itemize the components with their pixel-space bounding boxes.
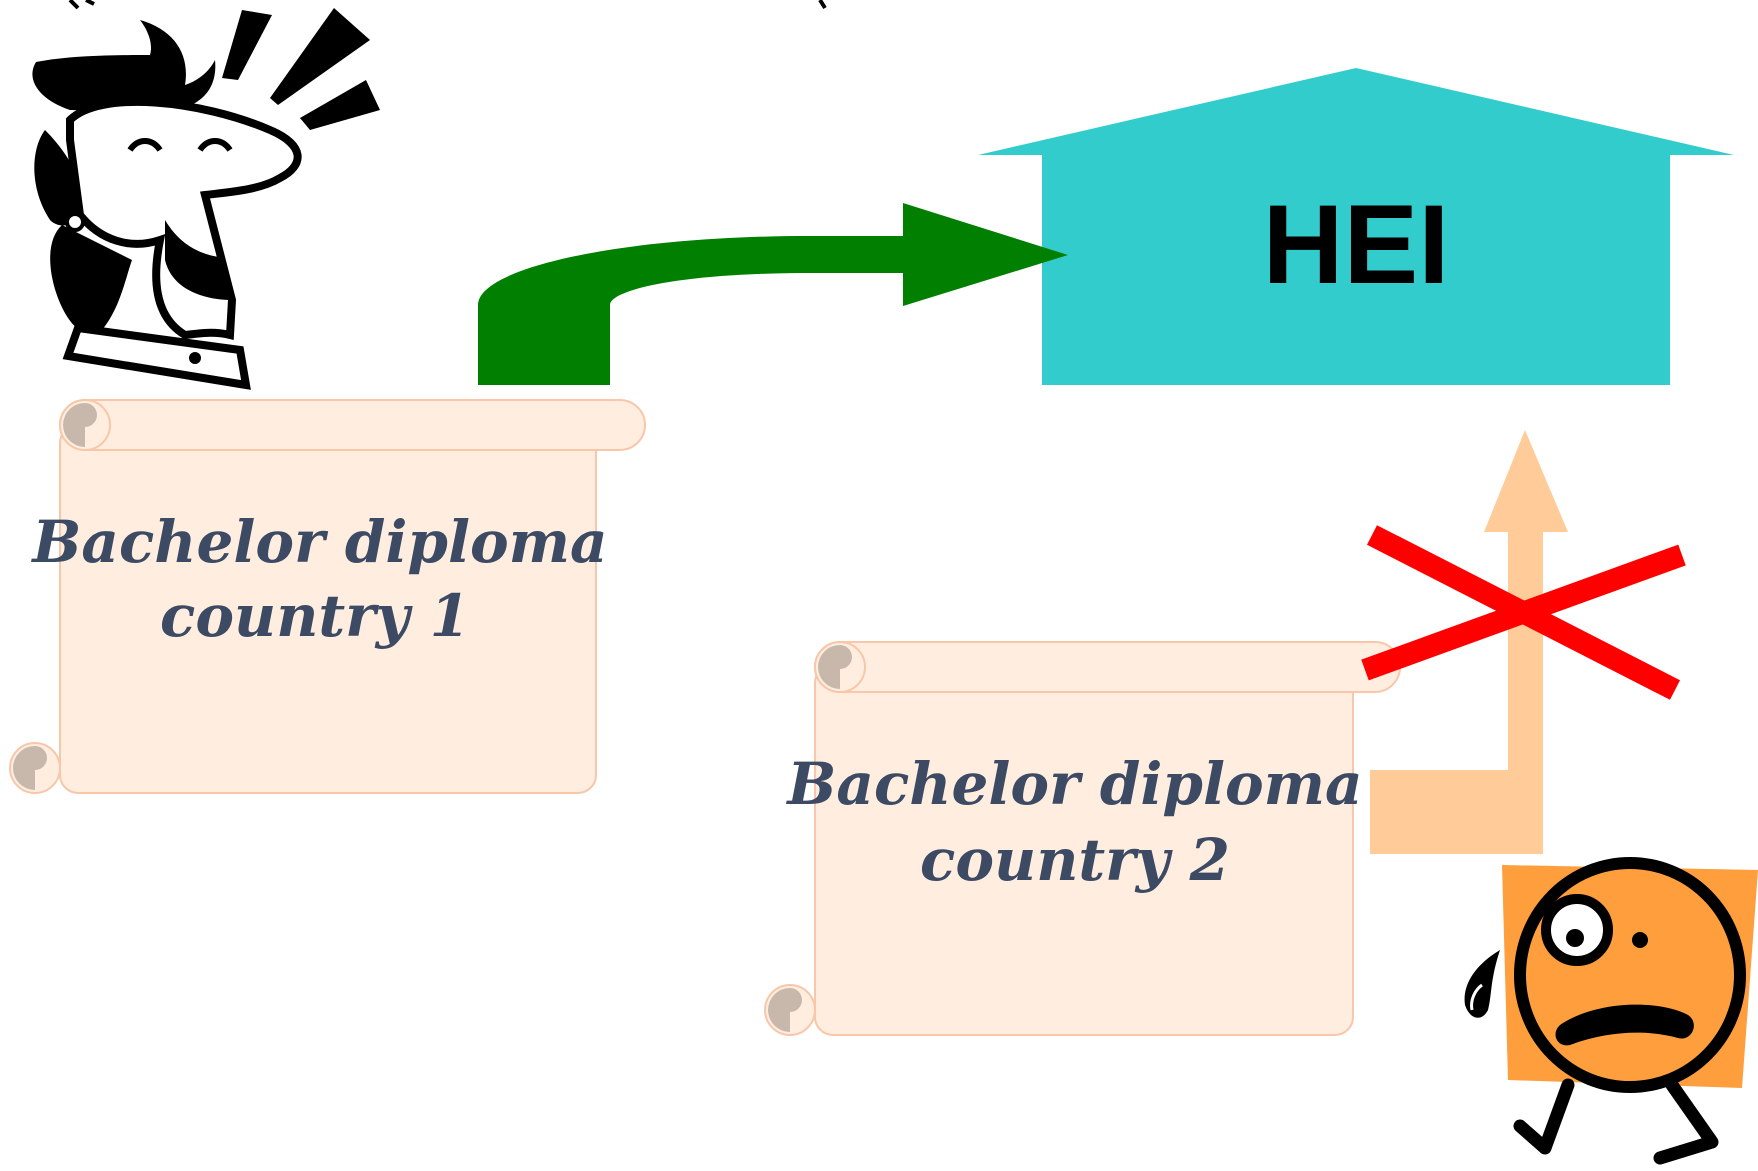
diploma-1-line2: country 1 [160,582,470,650]
diploma-2-line2: country 2 [920,826,1230,894]
accepted-path-arrow [478,203,1068,385]
happy-man-icon [32,20,302,390]
hei-building-shape [978,68,1734,385]
blocked-path-arrow [1370,430,1568,854]
diploma-2-line1: Bachelor diploma [785,750,1362,818]
exclamation-marks-icon [222,8,380,130]
diploma-scroll-2: Bachelor diploma country 2 [764,641,1401,1036]
hei-label: HEI [1263,182,1450,307]
hei-building: HEI [978,68,1734,385]
top-clipped-text-fragment [68,0,827,10]
sad-face-icon [1464,857,1758,1165]
diploma-scroll-1: Bachelor diploma country 1 [9,399,646,794]
red-cross-icon [1361,525,1686,700]
diploma-1-line1: Bachelor diploma [30,508,607,576]
